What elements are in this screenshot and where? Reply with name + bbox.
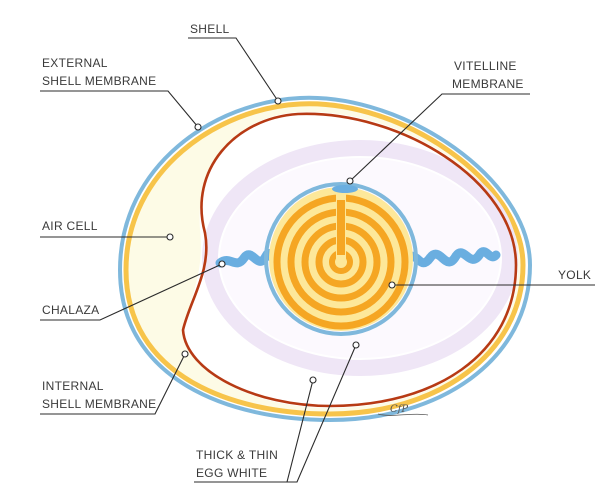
external-membrane-dot <box>195 124 201 130</box>
internal-membrane-dot <box>182 351 188 357</box>
chalaza-label: CHALAZA <box>42 303 99 317</box>
egg-white-label-line1: THICK & THIN <box>196 448 278 462</box>
external-membrane-label-line1: EXTERNAL <box>42 56 108 70</box>
vitelline-label-line2: MEMBRANE <box>452 77 524 91</box>
external-membrane-label-line2: SHELL MEMBRANE <box>42 74 156 88</box>
egg-white-label-line2: EGG WHITE <box>196 466 267 480</box>
yolk-label: YOLK <box>558 268 591 282</box>
egg-white-dot-1 <box>310 377 316 383</box>
shell-label: SHELL <box>190 22 230 36</box>
egg-white-dot-2 <box>353 342 359 348</box>
shell-leader <box>188 38 278 101</box>
germinal-disc <box>332 185 358 193</box>
air-cell-dot <box>167 234 173 240</box>
air-cell-label: AIR CELL <box>42 219 98 233</box>
vitelline-label-line1: VITELLINE <box>454 59 517 73</box>
shell-dot <box>275 98 281 104</box>
external-membrane-leader <box>40 91 198 127</box>
internal-membrane-label-line2: SHELL MEMBRANE <box>42 397 156 411</box>
vitelline-dot <box>347 178 353 184</box>
yolk-dot <box>389 282 395 288</box>
internal-membrane-label-line1: INTERNAL <box>42 379 104 393</box>
artist-signature: CfP <box>390 404 408 415</box>
chalaza-dot <box>219 261 225 267</box>
